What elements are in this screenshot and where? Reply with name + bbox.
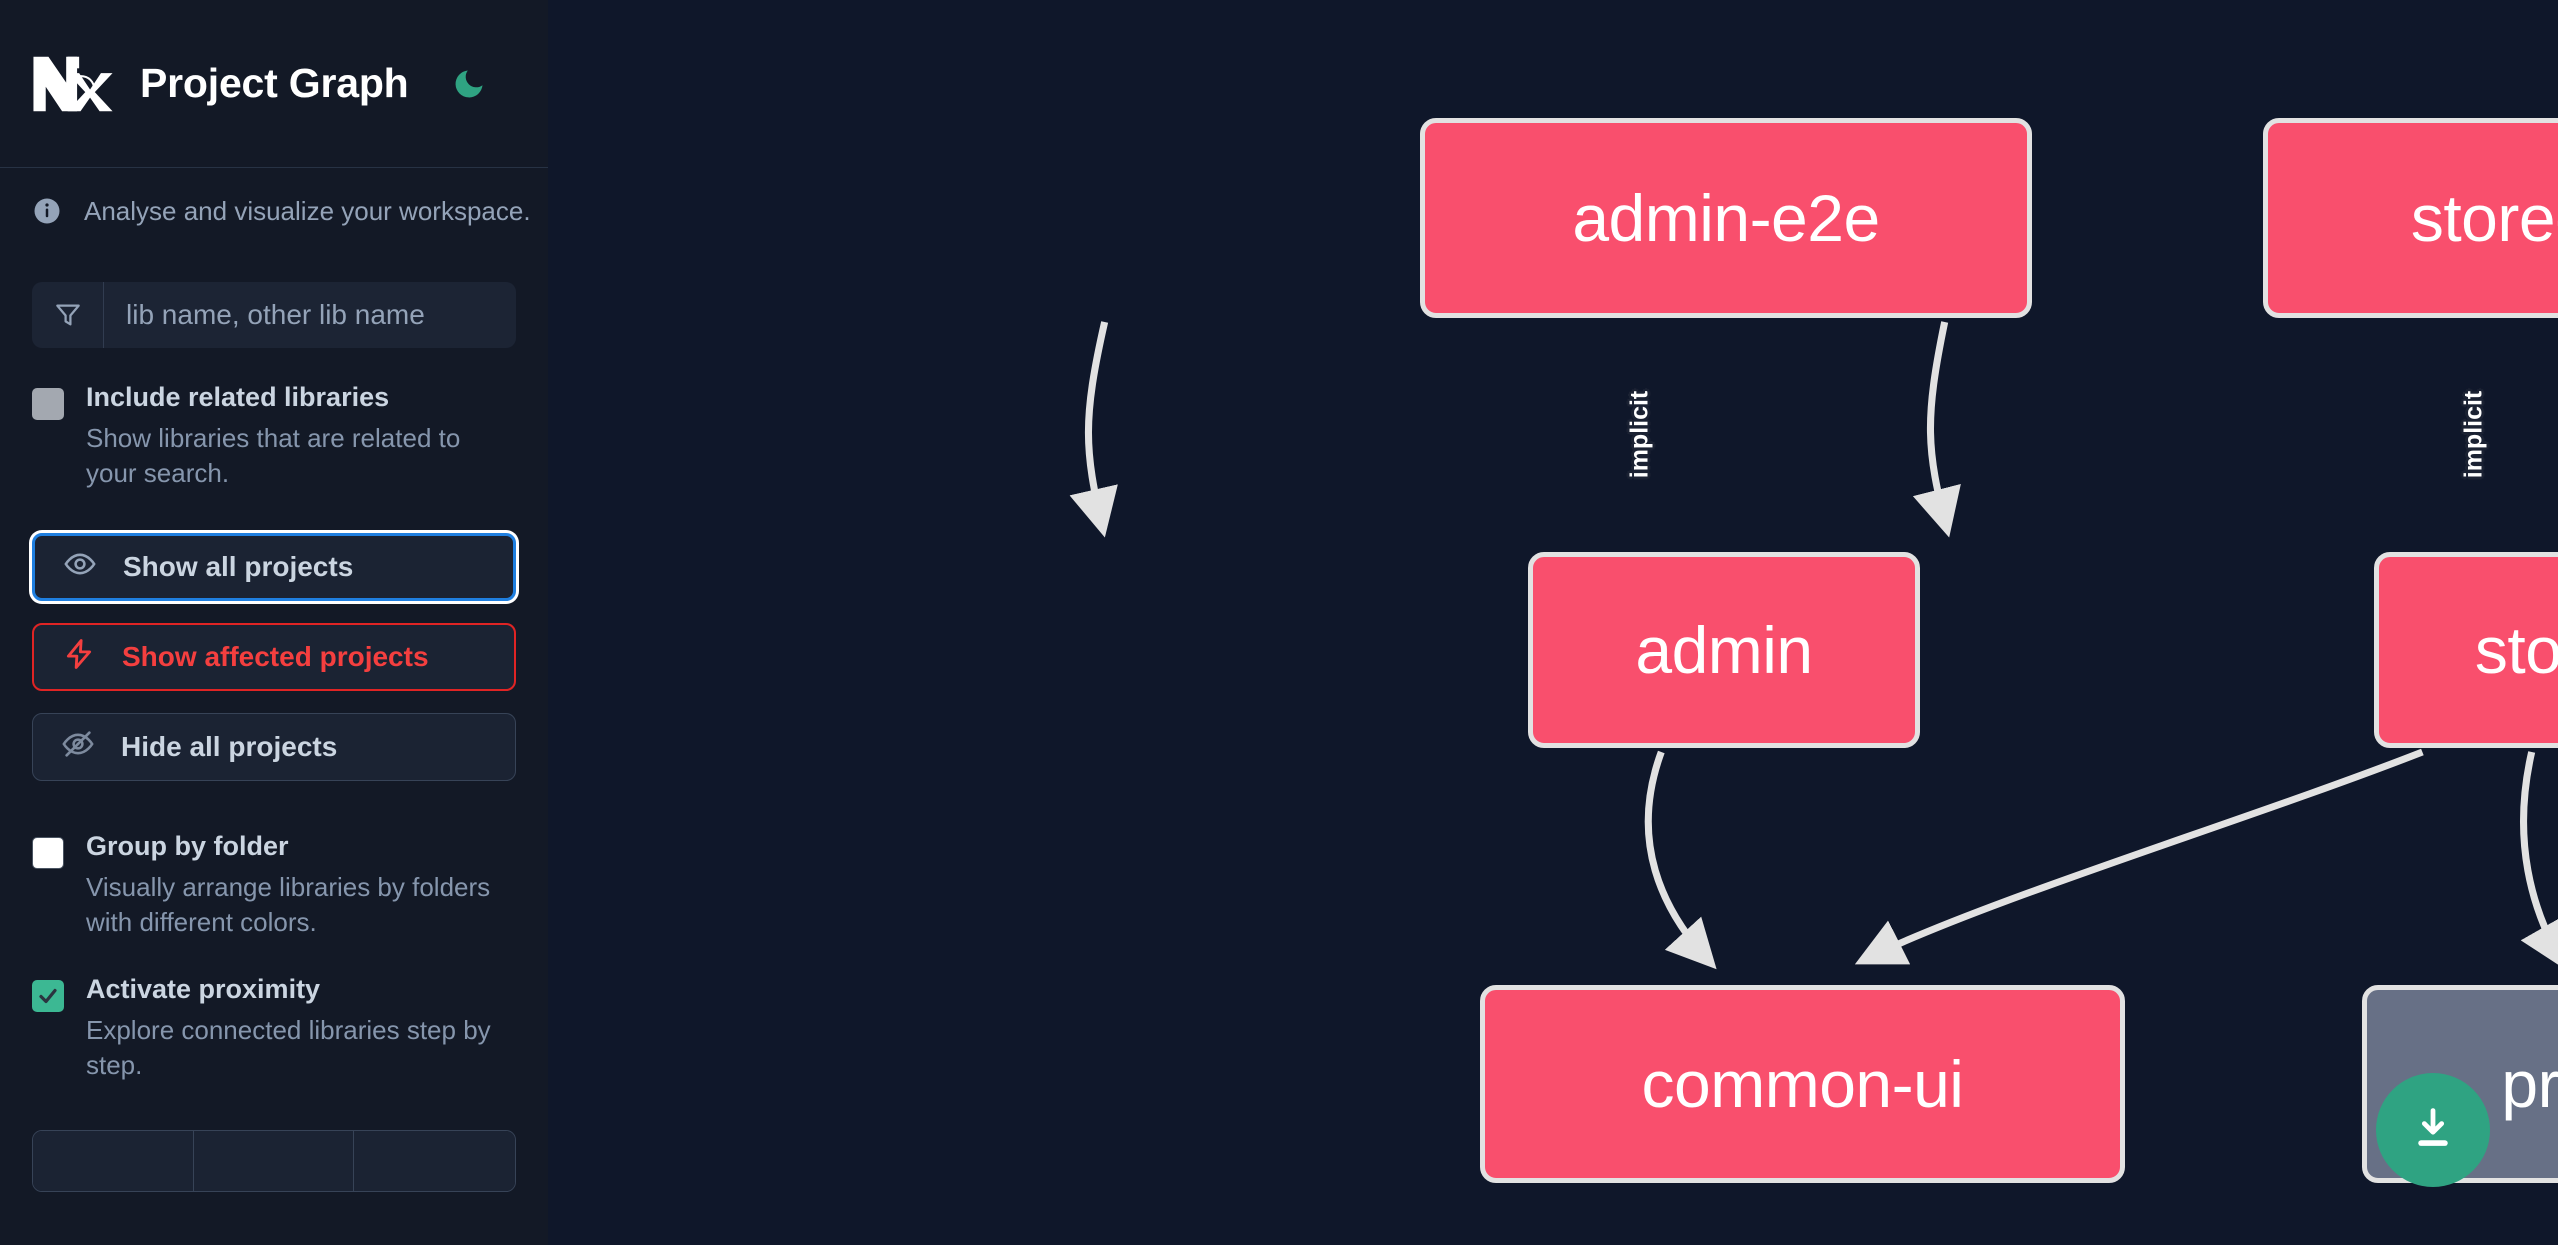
graph-node-common-ui[interactable]: common-ui xyxy=(1480,985,2125,1183)
moon-icon[interactable] xyxy=(447,62,491,106)
show-affected-projects-label: Show affected projects xyxy=(122,641,429,673)
graph-node-admin[interactable]: admin xyxy=(1528,552,1920,748)
show-all-projects-label: Show all projects xyxy=(123,551,354,583)
graph-node-store[interactable]: store xyxy=(2374,552,2558,748)
lightning-bolt-icon xyxy=(62,637,96,678)
proximity-stepper-segment-3[interactable] xyxy=(354,1130,515,1191)
page-title: Project Graph xyxy=(140,60,409,106)
show-affected-projects-button[interactable]: Show affected projects xyxy=(32,623,516,692)
checkbox-include-related-libraries[interactable]: Include related libraries Show libraries… xyxy=(32,384,516,491)
nx-logo xyxy=(32,54,114,114)
proximity-stepper[interactable] xyxy=(32,1129,516,1192)
include-related-libraries-checkbox[interactable] xyxy=(32,388,64,420)
activate-proximity-label: Activate proximity xyxy=(86,974,321,1005)
workspace-info-text: Analyse and visualize your workspace. xyxy=(84,195,531,226)
check-icon xyxy=(39,989,57,1004)
filter-search-box[interactable] xyxy=(32,282,516,348)
checkbox-group-by-folder[interactable]: Group by folder Visually arrange librari… xyxy=(32,833,516,940)
graph-node-admin-e2e[interactable]: admin-e2e xyxy=(1420,118,2032,318)
graph-canvas[interactable]: admin-e2e store-e2e admin store common-u… xyxy=(548,0,2558,1245)
info-circle-icon xyxy=(32,196,62,226)
include-related-libraries-description: Show libraries that are related to your … xyxy=(86,423,461,489)
download-icon xyxy=(2407,1103,2459,1158)
search-input[interactable] xyxy=(104,282,516,348)
edge-admin-e2e-admin xyxy=(1069,321,1118,538)
show-all-projects-button[interactable]: Show all projects xyxy=(32,533,516,602)
group-by-folder-checkbox[interactable] xyxy=(32,837,64,870)
sidebar-header: Project Graph xyxy=(0,0,548,168)
hide-all-projects-button[interactable]: Hide all projects xyxy=(32,713,516,782)
graph-edges xyxy=(1069,321,2558,971)
group-by-folder-description: Visually arrange libraries by folders wi… xyxy=(86,872,491,938)
proximity-stepper-segment-1[interactable] xyxy=(33,1130,194,1191)
activate-proximity-checkbox[interactable] xyxy=(32,980,64,1013)
download-image-button[interactable] xyxy=(2376,1073,2490,1187)
sidebar-body: Analyse and visualize your workspace. In… xyxy=(0,168,548,1192)
proximity-stepper-segment-2[interactable] xyxy=(193,1130,355,1191)
graph-node-store-e2e[interactable]: store-e2e xyxy=(2263,118,2558,318)
group-by-folder-label: Group by folder xyxy=(86,831,289,862)
eye-off-icon xyxy=(61,727,95,768)
hide-all-projects-label: Hide all projects xyxy=(121,731,338,763)
workspace-info: Analyse and visualize your workspace. xyxy=(32,168,531,254)
sidebar: Project Graph Analyse and visualize your… xyxy=(0,0,548,1245)
activate-proximity-description: Explore connected libraries step by step… xyxy=(86,1015,491,1081)
checkbox-activate-proximity[interactable]: Activate proximity Explore connected lib… xyxy=(32,976,516,1083)
eye-icon xyxy=(63,547,97,588)
funnel-filter-icon xyxy=(32,282,104,348)
include-related-libraries-label: Include related libraries xyxy=(86,382,390,412)
